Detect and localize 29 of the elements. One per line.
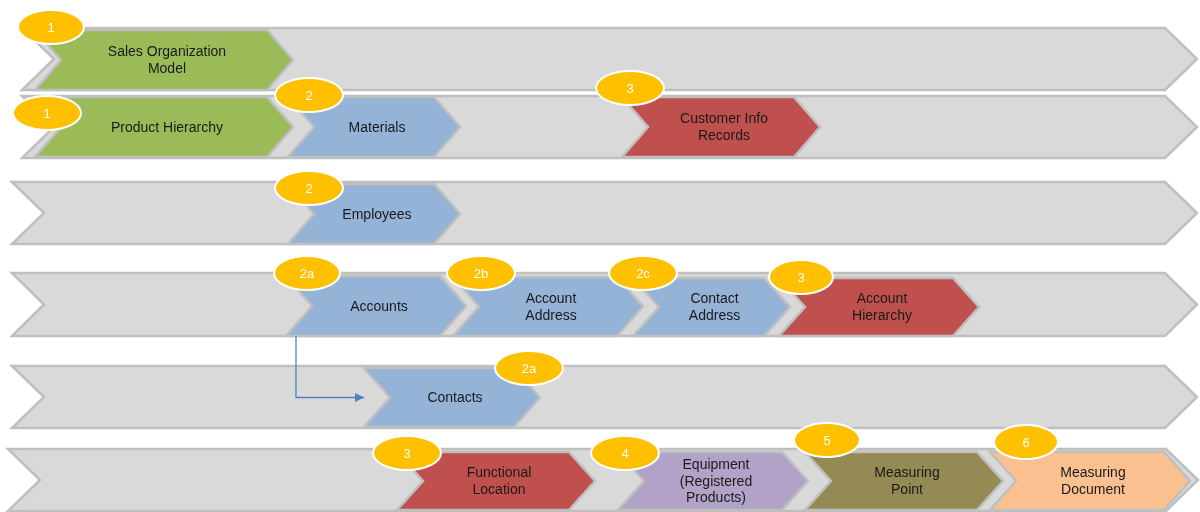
number-badge: 3 xyxy=(372,435,442,471)
step-label: Materials xyxy=(348,118,406,136)
number-badge: 2 xyxy=(274,170,344,206)
number-badge: 2c xyxy=(608,255,678,291)
number-badge: 4 xyxy=(590,435,660,471)
chevron-band xyxy=(8,449,1198,511)
chevron-band xyxy=(12,366,1197,428)
number-badge: 2a xyxy=(273,255,341,291)
step-label: Contact Address xyxy=(687,290,742,324)
process-step xyxy=(35,30,293,90)
number-badge: 1 xyxy=(12,95,82,131)
step-label: Functional Location xyxy=(465,464,533,498)
step-label: Equipment (Registered Products) xyxy=(678,455,754,507)
step-label: Measuring Point xyxy=(873,464,941,498)
step-label: Product Hierarchy xyxy=(110,118,223,136)
chevron-band xyxy=(12,182,1197,244)
number-badge: 2a xyxy=(494,350,564,386)
step-label: Account Address xyxy=(524,289,578,324)
step-label: Employees xyxy=(342,205,412,223)
number-badge: 3 xyxy=(768,259,834,295)
step-label: Customer Info Records xyxy=(679,110,769,144)
step-label: Accounts xyxy=(350,297,408,315)
number-badge: 2b xyxy=(446,255,516,291)
step-label: Contacts xyxy=(427,389,483,406)
step-label: Measuring Document xyxy=(1059,464,1127,498)
connector-arrow xyxy=(295,335,365,403)
step-label: Sales Organization Model xyxy=(106,43,228,77)
number-badge: 1 xyxy=(17,9,85,45)
step-label: Account Hierarchy xyxy=(851,290,913,324)
